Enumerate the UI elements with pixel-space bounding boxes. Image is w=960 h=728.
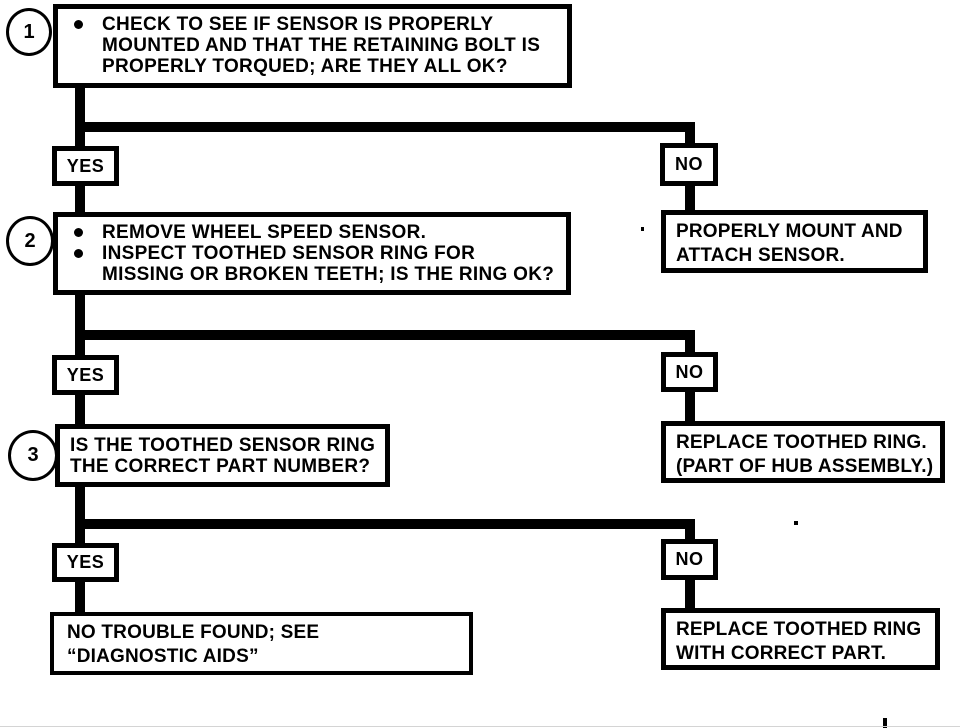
connector-step1-branch-horizontal xyxy=(75,122,695,132)
step-1-number-badge: 1 xyxy=(6,8,52,56)
step-3-yes-action-box: NO TROUBLE FOUND; SEE “DIAGNOSTIC AIDS” xyxy=(50,612,473,675)
step-3-number: 3 xyxy=(27,444,39,466)
connector-step3-branch-horizontal xyxy=(75,519,695,529)
step-1-question-line: CHECK TO SEE IF SENSOR IS PROPERLY xyxy=(102,14,494,35)
bullet-icon xyxy=(74,20,83,29)
step-3-no-action-line: WITH CORRECT PART. xyxy=(676,643,887,664)
scan-artifact xyxy=(794,521,798,525)
step-2-question-box: REMOVE WHEEL SPEED SENSOR. INSPECT TOOTH… xyxy=(53,212,571,295)
step-2-number: 2 xyxy=(24,229,36,252)
step-3-question-line: IS THE TOOTHED SENSOR RING xyxy=(70,435,376,456)
step-2-yes-label-box: YES xyxy=(52,355,119,395)
step-2-number-badge: 2 xyxy=(6,216,54,266)
step-3-no-action-line: REPLACE TOOTHED RING xyxy=(676,619,922,640)
step-1-question-box: CHECK TO SEE IF SENSOR IS PROPERLY MOUNT… xyxy=(53,4,572,88)
step-3-no-action-box: REPLACE TOOTHED RING WITH CORRECT PART. xyxy=(661,608,940,670)
step-1-question-line: PROPERLY TORQUED; ARE THEY ALL OK? xyxy=(102,56,508,77)
step-1-no-label: NO xyxy=(675,154,703,174)
step-3-number-badge: 3 xyxy=(8,430,58,481)
step-2-no-action-line: REPLACE TOOTHED RING. xyxy=(676,432,927,453)
bullet-icon xyxy=(74,249,83,258)
step-1-question-line: MOUNTED AND THAT THE RETAINING BOLT IS xyxy=(102,35,541,56)
scan-artifact xyxy=(641,227,644,231)
connector-step2-branch-horizontal xyxy=(75,330,695,340)
step-2-question-line: INSPECT TOOTHED SENSOR RING FOR xyxy=(102,243,476,264)
bullet-icon xyxy=(74,228,83,237)
step-3-yes-action-line: NO TROUBLE FOUND; SEE xyxy=(67,622,320,643)
step-1-no-action-box: PROPERLY MOUNT AND ATTACH SENSOR. xyxy=(661,210,928,273)
step-2-no-label-box: NO xyxy=(661,352,718,392)
step-2-no-label: NO xyxy=(675,361,704,382)
step-3-no-label: NO xyxy=(675,549,704,569)
step-2-no-action-line: (PART OF HUB ASSEMBLY.) xyxy=(676,456,934,477)
step-3-question-line: THE CORRECT PART NUMBER? xyxy=(70,456,371,477)
step-3-yes-label: YES xyxy=(66,552,105,572)
step-1-no-action-line: ATTACH SENSOR. xyxy=(676,245,845,266)
step-1-no-label-box: NO xyxy=(660,143,718,186)
step-2-question-line: MISSING OR BROKEN TEETH; IS THE RING OK? xyxy=(102,264,555,285)
step-2-no-action-box: REPLACE TOOTHED RING. (PART OF HUB ASSEM… xyxy=(661,421,945,483)
step-1-yes-label-box: YES xyxy=(52,146,119,186)
step-1-number: 1 xyxy=(23,20,35,43)
step-3-question-box: IS THE TOOTHED SENSOR RING THE CORRECT P… xyxy=(55,424,390,487)
step-3-yes-label-box: YES xyxy=(52,543,119,582)
scan-edge-line xyxy=(0,726,960,727)
step-1-yes-label: YES xyxy=(66,155,105,176)
step-2-yes-label: YES xyxy=(66,364,105,385)
step-3-yes-action-line: “DIAGNOSTIC AIDS” xyxy=(67,646,259,667)
step-3-no-label-box: NO xyxy=(661,539,718,580)
step-2-question-line: REMOVE WHEEL SPEED SENSOR. xyxy=(102,222,427,243)
step-1-no-action-line: PROPERLY MOUNT AND xyxy=(676,221,903,242)
scan-artifact xyxy=(883,718,887,728)
